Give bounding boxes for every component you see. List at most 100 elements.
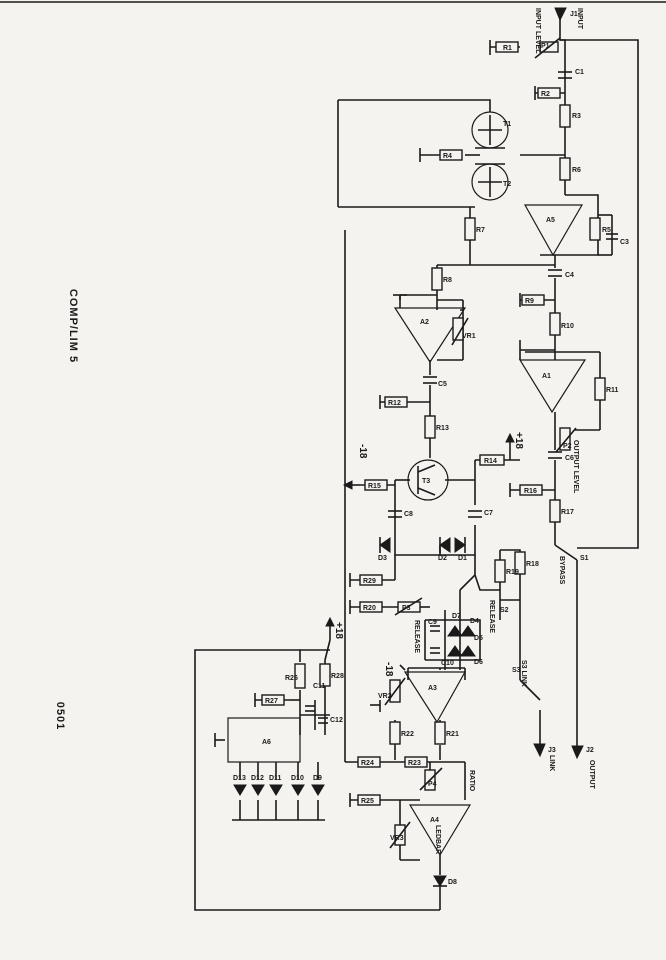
jack-j1 xyxy=(554,7,567,22)
label-d7: D7 xyxy=(452,613,461,620)
label-d9: D9 xyxy=(313,775,322,782)
label-r3: R3 xyxy=(572,113,581,120)
label-p2: P2 xyxy=(563,443,572,450)
led-d9 xyxy=(311,784,325,796)
label-input: INPUT xyxy=(576,8,583,30)
label-r27: R27 xyxy=(265,698,278,705)
supply-labels: +18 +18 -18 -18 xyxy=(333,432,524,677)
label-t2: T2 xyxy=(503,181,511,188)
label-r10: R10 xyxy=(561,323,574,330)
r26 xyxy=(294,663,306,689)
label-j1: J1 xyxy=(570,11,578,18)
r19 xyxy=(494,559,506,583)
label-c6: C6 xyxy=(565,455,574,462)
label-a2: A2 xyxy=(420,319,429,326)
r28 xyxy=(319,663,331,687)
r9 xyxy=(521,294,545,306)
capacitors xyxy=(305,71,618,724)
r11 xyxy=(594,377,606,401)
diode-d2 xyxy=(439,537,451,553)
label-a3: A3 xyxy=(428,685,437,692)
opamp-a1 xyxy=(518,359,587,414)
label-r22: R22 xyxy=(401,731,414,738)
c3 xyxy=(606,233,618,240)
op-amps xyxy=(393,204,587,857)
label-j3: J3 xyxy=(548,747,556,754)
led-d12 xyxy=(251,784,265,796)
label-supply-neg-2: -18 xyxy=(383,662,394,677)
label-d4: D4 xyxy=(470,618,479,625)
label-d3: D3 xyxy=(378,555,387,562)
label-r1: R1 xyxy=(503,45,512,52)
r2 xyxy=(537,87,561,99)
label-r18: R18 xyxy=(526,561,539,568)
function-labels: INPUT INPUT LEVEL OUTPUT OUTPUT LEVEL BY… xyxy=(413,8,595,854)
label-s3: S3 xyxy=(512,667,521,674)
label-r21: R21 xyxy=(446,731,459,738)
r7 xyxy=(464,217,476,241)
r25 xyxy=(357,794,381,806)
ground-symbols xyxy=(214,40,555,821)
label-d8: D8 xyxy=(448,879,457,886)
r20 xyxy=(359,601,383,613)
c4 xyxy=(548,269,562,277)
label-d10: D10 xyxy=(291,775,304,782)
label-s2: S2 xyxy=(500,607,509,614)
label-r7: R7 xyxy=(476,227,485,234)
label-c9: C9 xyxy=(428,619,437,626)
label-c10: C10 xyxy=(441,660,454,667)
r18 xyxy=(514,551,526,575)
r10 xyxy=(549,312,561,336)
label-a4: A4 xyxy=(430,817,439,824)
resistors xyxy=(261,41,606,806)
r15 xyxy=(364,479,388,491)
label-ratio: RATIO xyxy=(468,770,475,792)
label-r29: R29 xyxy=(363,578,376,585)
transistor-t3 xyxy=(407,459,449,501)
label-ledbar: LEDBAR xyxy=(434,825,441,854)
transistors xyxy=(407,111,509,501)
diode-d4 xyxy=(460,625,476,637)
label-r24: R24 xyxy=(361,760,374,767)
label-r28: R28 xyxy=(331,673,344,680)
pot-p2 xyxy=(559,427,571,451)
supply-arrow-pos-2 xyxy=(505,432,515,443)
label-r11: R11 xyxy=(606,387,619,394)
c5 xyxy=(423,376,437,384)
label-release-p3: RELEASE xyxy=(413,620,420,653)
diode-d7 xyxy=(447,645,463,657)
r3 xyxy=(559,104,571,128)
pot-vr1 xyxy=(452,317,464,341)
label-r2: R2 xyxy=(541,91,550,98)
label-supply-neg-1: -18 xyxy=(357,444,368,459)
label-s3-link: S3 LINK xyxy=(520,660,527,687)
label-r13: R13 xyxy=(436,425,449,432)
label-vr1: VR1 xyxy=(462,333,476,340)
label-c3: C3 xyxy=(620,239,629,246)
label-d12: D12 xyxy=(251,775,264,782)
label-r26: R26 xyxy=(285,675,298,682)
diode-d6 xyxy=(460,645,476,657)
label-r9: R9 xyxy=(525,298,534,305)
diode-d1 xyxy=(454,537,466,553)
label-r23: R23 xyxy=(408,760,421,767)
r14 xyxy=(479,454,505,466)
label-a5: A5 xyxy=(546,217,555,224)
r12 xyxy=(384,396,408,408)
label-a1: A1 xyxy=(542,373,551,380)
jack-j3 xyxy=(533,743,546,758)
label-r12: R12 xyxy=(388,400,401,407)
label-vr3: VR3 xyxy=(390,835,404,842)
label-supply-pos-2: +18 xyxy=(513,432,524,449)
label-r20: R20 xyxy=(363,605,376,612)
c8 xyxy=(388,510,402,518)
label-s1: S1 xyxy=(580,555,589,562)
r16 xyxy=(519,484,543,496)
label-p4: P4 xyxy=(428,781,437,788)
label-vr2: VR2 xyxy=(378,693,392,700)
diode-d3 xyxy=(379,537,391,553)
label-c8: C8 xyxy=(404,511,413,518)
label-r14: R14 xyxy=(484,458,497,465)
opamp-a2 xyxy=(393,307,467,364)
c6 xyxy=(548,451,562,459)
